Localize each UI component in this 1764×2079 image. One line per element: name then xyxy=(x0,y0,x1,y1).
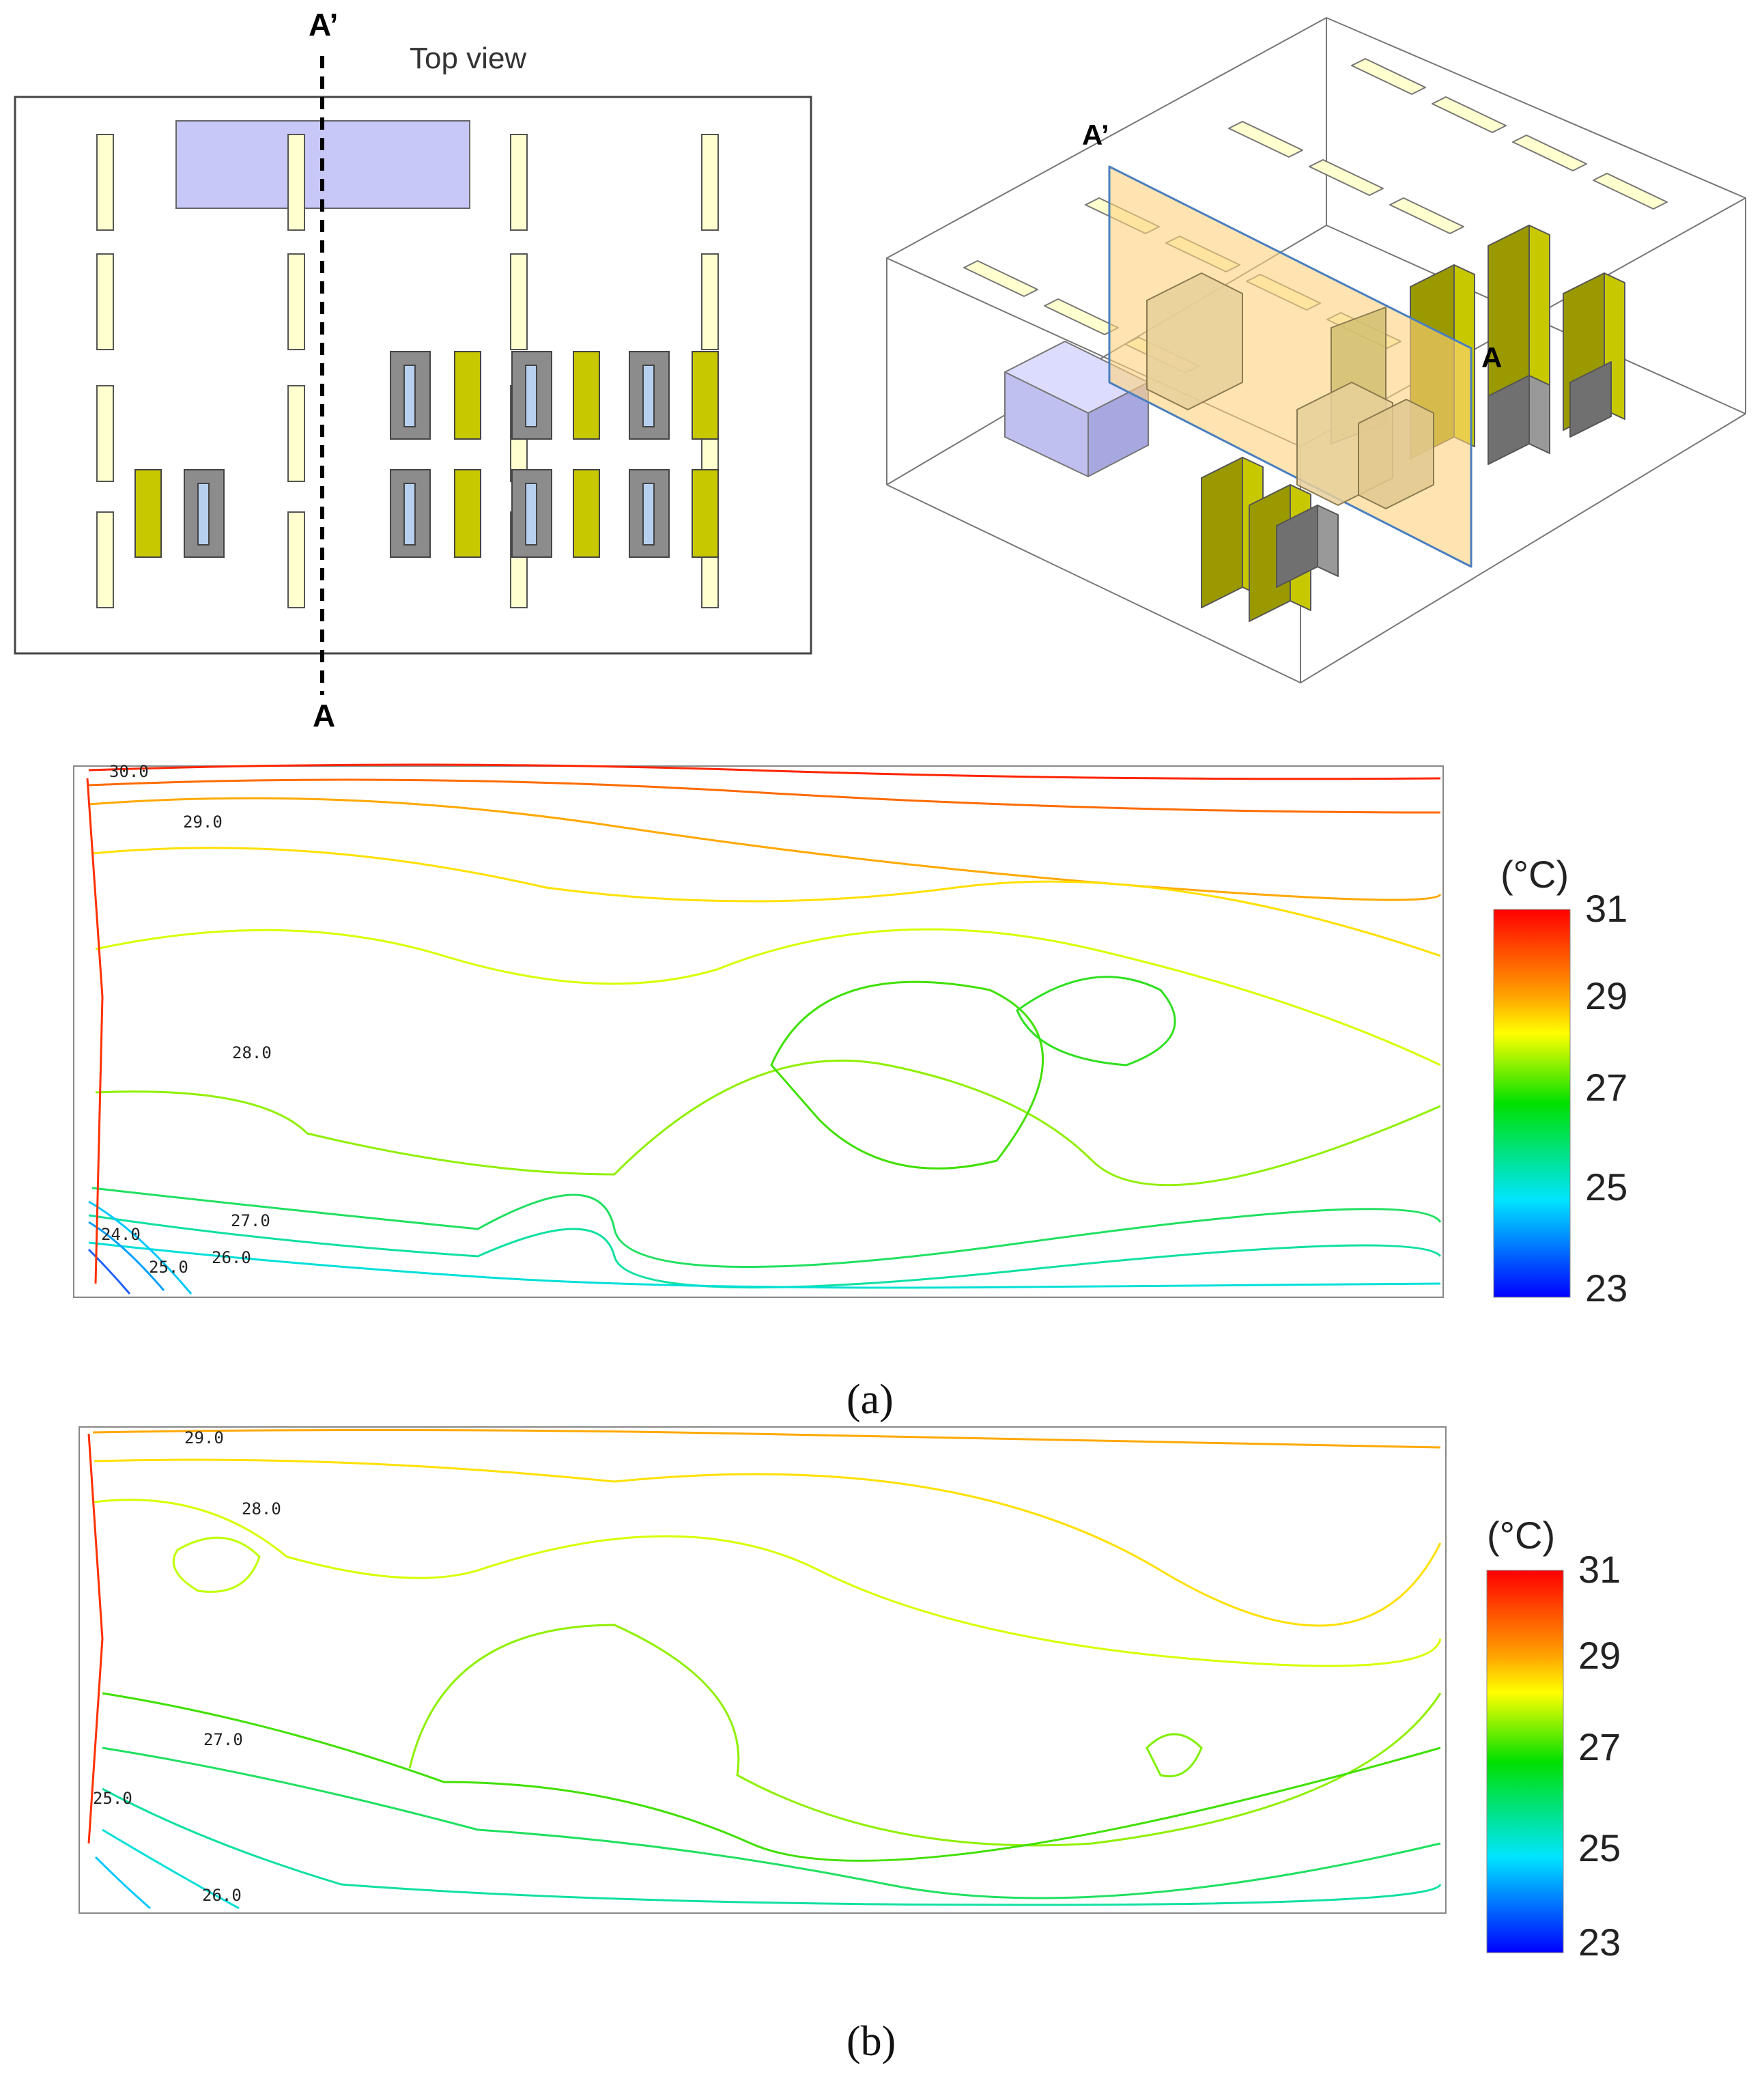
ac-unit-iso xyxy=(1004,341,1149,477)
contour-lines-a xyxy=(86,763,1442,1295)
contour-label: 30.0 xyxy=(109,762,149,781)
contour-label: 28.0 xyxy=(232,1043,272,1062)
colorbar-unit-b: (°C) xyxy=(1487,1514,1555,1557)
cabinets-iso-front xyxy=(1201,457,1339,622)
colorbar-tick: 27 xyxy=(1585,1066,1627,1109)
top-view-title: Top view xyxy=(410,42,526,75)
iso-label-a-prime: A’ xyxy=(1082,119,1109,151)
top-view-diagram: Top view xyxy=(14,7,812,733)
colorbar-tick: 25 xyxy=(1578,1826,1621,1869)
contour-panel-a: 30.0 29.0 28.0 27.0 24.0 25.0 26.0 (°C) … xyxy=(73,762,1627,1423)
caption-a: (a) xyxy=(847,1376,894,1423)
iso-label-a: A xyxy=(1481,341,1502,373)
colorbar-tick: 25 xyxy=(1585,1165,1627,1208)
colorbar-tick: 27 xyxy=(1578,1725,1621,1768)
contour-label: 26.0 xyxy=(202,1886,242,1905)
colorbar-tick: 31 xyxy=(1578,1548,1621,1591)
contour-label: 27.0 xyxy=(203,1730,243,1749)
contour-label: 29.0 xyxy=(184,1428,224,1447)
colorbar-a: (°C) 31 29 27 25 23 xyxy=(1493,853,1627,1310)
colorbar-tick: 29 xyxy=(1585,974,1627,1017)
contour-labels-b: 29.0 28.0 27.0 25.0 26.0 xyxy=(93,1428,281,1905)
caption-b: (b) xyxy=(847,2018,896,2065)
contour-frame-b xyxy=(79,1426,1447,1914)
cabinets-iso-in-plane xyxy=(1146,272,1434,509)
contour-labels-a: 30.0 29.0 28.0 27.0 24.0 25.0 26.0 xyxy=(101,762,272,1277)
contour-label: 24.0 xyxy=(101,1225,141,1244)
colorbar-tick: 23 xyxy=(1585,1267,1627,1310)
contour-panel-b: 29.0 28.0 27.0 25.0 26.0 (°C) 31 29 27 2… xyxy=(79,1426,1621,2065)
cabinets-top xyxy=(134,351,719,558)
light-fixtures-top xyxy=(96,134,719,608)
contour-frame-a xyxy=(73,765,1444,1298)
colorbar-b: (°C) 31 29 27 25 23 xyxy=(1486,1514,1621,1964)
section-label-top: A’ xyxy=(309,7,338,42)
contour-label: 27.0 xyxy=(231,1211,270,1230)
colorbar-unit-a: (°C) xyxy=(1500,853,1569,896)
contour-label: 28.0 xyxy=(242,1499,281,1518)
colorbar-tick: 23 xyxy=(1578,1921,1621,1964)
contour-label: 25.0 xyxy=(93,1789,132,1808)
colorbar-gradient-b xyxy=(1486,1570,1564,1953)
isometric-view-diagram: A’ A xyxy=(886,17,1746,683)
contour-label: 26.0 xyxy=(212,1248,251,1267)
colorbar-tick: 29 xyxy=(1578,1634,1621,1677)
contour-label: 25.0 xyxy=(149,1258,188,1277)
contour-label: 29.0 xyxy=(183,812,223,832)
section-label-bottom: A xyxy=(313,698,335,733)
colorbar-tick: 31 xyxy=(1585,887,1627,930)
contour-lines-b xyxy=(87,1428,1442,1910)
colorbar-gradient-a xyxy=(1493,909,1571,1298)
